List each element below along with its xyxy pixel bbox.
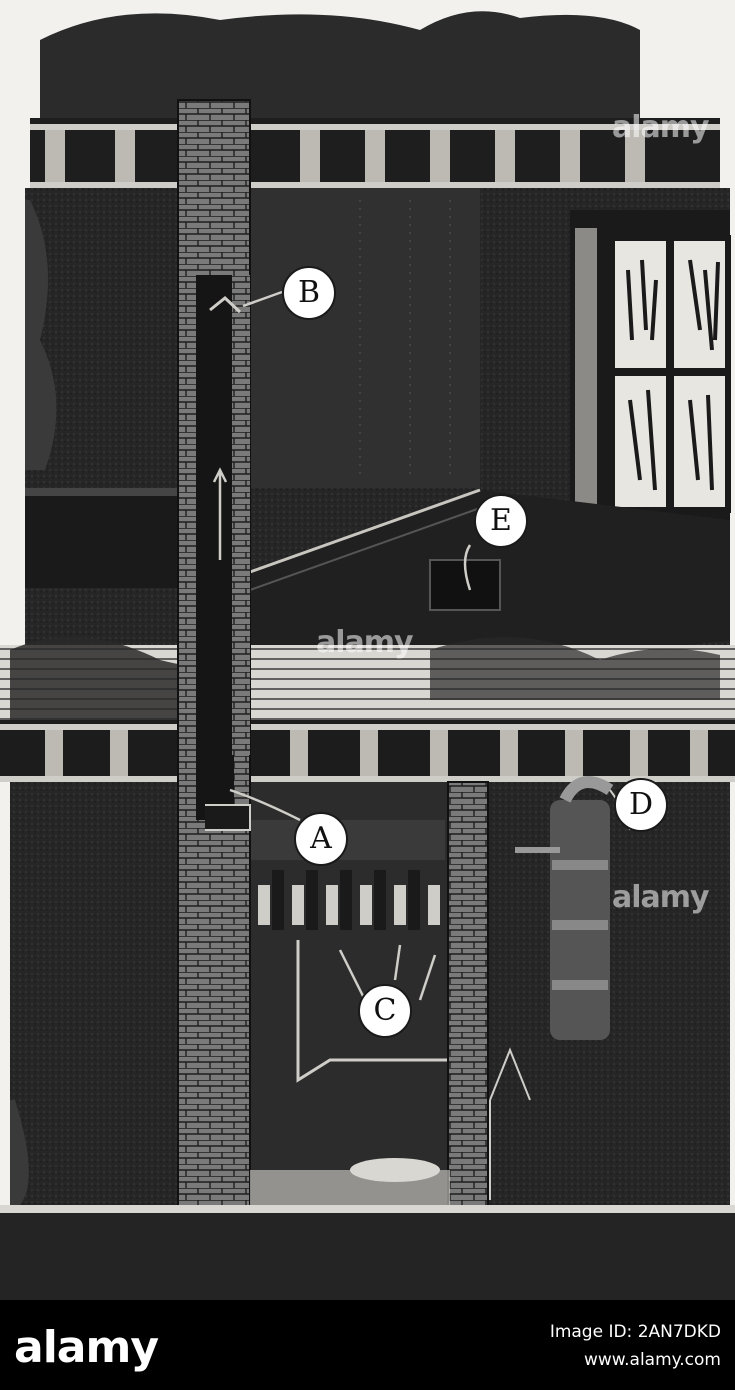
roof-rubble	[40, 11, 640, 120]
label-d-text: D	[628, 787, 654, 822]
label-b-text: B	[297, 275, 321, 310]
house-cross-section-drawing	[0, 11, 735, 1300]
label-a-marker: A	[294, 812, 348, 866]
label-c-marker: C	[358, 984, 412, 1038]
label-d-marker: D	[614, 778, 668, 832]
engraving-illustration: B E A D C alamy alamy alamy	[0, 0, 735, 1300]
label-e-marker: E	[474, 494, 528, 548]
site-url-text: www.alamy.com	[583, 1350, 721, 1370]
alamy-logo: alamy	[14, 1322, 159, 1373]
label-e-text: E	[490, 503, 512, 538]
label-c-text: C	[373, 993, 397, 1028]
stock-footer-bar: alamy Image ID: 2AN7DKD www.alamy.com	[0, 1300, 735, 1390]
label-b-marker: B	[282, 266, 336, 320]
image-id-text: Image ID: 2AN7DKD	[549, 1322, 721, 1342]
label-a-text: A	[310, 821, 332, 856]
